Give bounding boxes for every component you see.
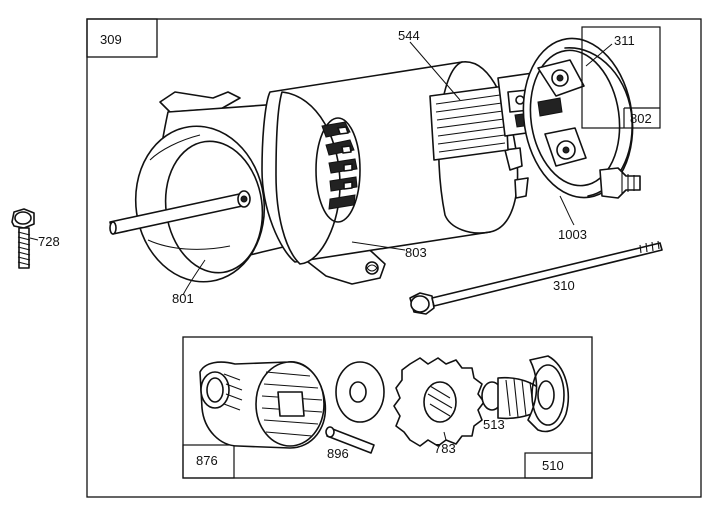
callout-544: 544 [398,28,420,43]
leader-544 [409,41,461,101]
label-box-802 [581,26,661,129]
callout-728: 728 [38,234,60,249]
part-washer [335,361,385,423]
callout-309: 309 [100,32,122,47]
leader-783 [443,431,447,441]
callout-310: 310 [553,278,575,293]
drive-kit-frame [182,336,593,479]
callout-783: 783 [434,441,456,456]
leader-1003 [559,195,575,226]
part-896-pin [325,426,375,454]
label-box-510 [524,452,593,479]
label-box-876 [182,444,235,479]
callout-311: 311 [614,33,635,48]
callout-510: 510 [542,458,564,473]
part-1003-end-cap [522,37,641,199]
callout-513: 513 [483,417,505,432]
leader-311 [585,43,613,67]
callout-803: 803 [405,245,427,260]
assembly-frame [86,18,702,498]
callout-896: 896 [327,446,349,461]
part-310-through-bolt [409,240,663,315]
callout-1003: 1003 [558,227,587,242]
callout-801: 801 [172,291,194,306]
part-783-gear [393,357,485,447]
part-drive-end-plate [527,355,570,433]
callout-876: 876 [196,453,218,468]
leader-728 [29,237,39,241]
label-box-309 [86,18,158,58]
part-728-bolt [11,208,35,269]
part-876-drive-pinion [199,361,327,449]
callout-802: 802 [630,111,652,126]
leader-803 [351,241,406,251]
leader-801 [182,259,206,296]
